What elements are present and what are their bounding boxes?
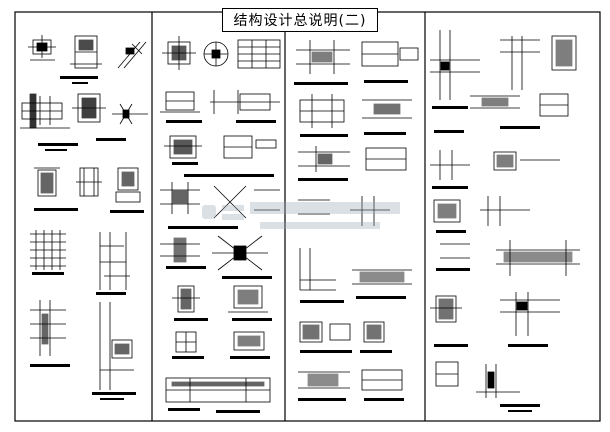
detail-c4-7 [493,151,560,171]
detail-c4-6 [430,150,470,180]
watermark-logo [202,202,400,229]
detail-c3-11 [363,321,385,343]
detail-c4-2 [500,36,540,90]
detail-c3-13 [361,369,403,391]
detail-c4-9 [480,196,530,226]
detail-c1-3 [117,41,147,69]
detail-c1-5 [72,93,106,123]
sheet-title: 结构设计总说明(二) [222,8,378,32]
detail-c4-8 [433,199,461,223]
detail-c2-15 [165,377,271,403]
detail-c3-9 [352,269,412,285]
detail-c3-1 [296,40,350,74]
detail-c4-3 [551,35,577,71]
detail-c4-1 [430,30,480,100]
detail-c2-1 [162,36,196,70]
detail-c1-7 [34,167,60,197]
detail-c1-2 [70,35,102,69]
detail-c2-table [237,39,281,69]
detail-c3-8 [299,248,336,291]
detail-c2-12 [228,285,268,313]
detail-c2-2 [203,41,229,67]
detail-c2-8 [213,185,280,219]
detail-c3-2 [361,41,419,67]
detail-c4-15 [476,364,520,398]
detail-c2-7 [160,182,200,214]
detail-c1-6 [112,103,148,125]
detail-c4-12 [430,295,462,323]
detail-c1-rebar-grid [30,230,66,270]
column-1-details [20,35,148,400]
detail-c2-14 [233,331,265,351]
detail-c2-3 [160,91,200,113]
detail-c4-14 [435,361,459,387]
detail-c2-4 [210,90,280,114]
detail-c4-13 [500,292,560,336]
detail-c3-7 [298,196,390,226]
detail-c2-6 [223,135,277,159]
column-2-details [160,36,281,413]
detail-c4-4 [470,95,520,109]
detail-c1-8 [76,167,102,197]
detail-c2-5 [164,135,202,159]
detail-c2-13 [175,331,197,353]
detail-c4-5 [539,93,569,117]
detail-c2-11 [172,285,200,313]
detail-c3-3 [299,94,345,128]
detail-c1-9 [115,167,141,203]
detail-c2-9 [160,237,200,263]
detail-c3-5 [298,146,350,172]
detail-c1-10 [30,300,66,356]
detail-c1-wall [99,232,130,290]
detail-c4-11 [496,240,580,276]
detail-c3-10 [299,321,351,343]
detail-c1-11 [99,302,134,390]
detail-c3-6 [365,147,407,171]
detail-c2-10 [212,235,268,271]
detail-c3-4 [362,99,412,119]
detail-c1-1 [28,35,56,61]
column-4-details [430,30,580,412]
column-3-details [294,40,419,401]
detail-c3-12 [298,371,350,389]
detail-c1-4 [20,93,70,129]
detail-c4-10 [440,243,470,259]
